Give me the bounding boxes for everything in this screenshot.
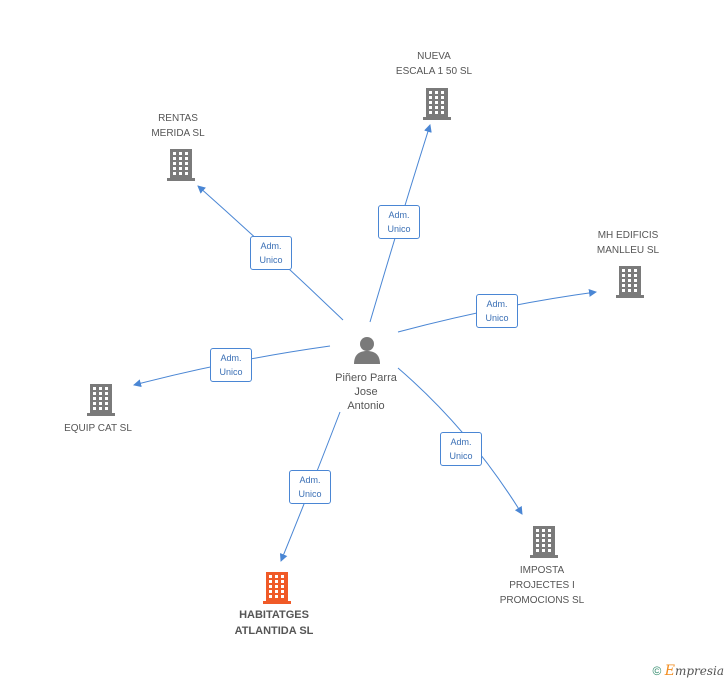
person-name[interactable]: Piñero Parra Jose Antonio: [335, 372, 397, 412]
company-nueva[interactable]: NUEVA ESCALA 1 50 SL: [395, 51, 473, 77]
building-icon[interactable]: [614, 264, 646, 303]
relation-label[interactable]: Adm.Unico: [289, 470, 331, 504]
relation-label[interactable]: Adm.Unico: [250, 236, 292, 270]
copyright-icon: ©: [652, 664, 662, 678]
relation-label[interactable]: Adm.Unico: [378, 205, 420, 239]
empresia-logo: Empresia: [664, 663, 724, 679]
company-habitatges[interactable]: HABITATGES ATLANTIDA SL: [234, 609, 314, 637]
company-rentas[interactable]: RENTAS MERIDA SL: [151, 113, 205, 139]
person-icon: [352, 336, 382, 369]
company-imposta[interactable]: IMPOSTA PROJECTES I PROMOCIONS SL: [499, 565, 585, 606]
footer-brand: © Empresia: [653, 663, 724, 679]
building-icon[interactable]: [85, 382, 117, 421]
relation-label[interactable]: Adm.Unico: [476, 294, 518, 328]
building-icon[interactable]: [421, 86, 453, 125]
company-equip-cat[interactable]: EQUIP CAT SL: [64, 423, 132, 434]
building-icon[interactable]: [528, 524, 560, 563]
company-mh-edificis[interactable]: MH EDIFICIS MANLLEU SL: [596, 230, 660, 256]
building-icon[interactable]: [165, 147, 197, 186]
building-icon-highlighted[interactable]: [261, 570, 293, 609]
relation-label[interactable]: Adm.Unico: [440, 432, 482, 466]
relation-label[interactable]: Adm.Unico: [210, 348, 252, 382]
